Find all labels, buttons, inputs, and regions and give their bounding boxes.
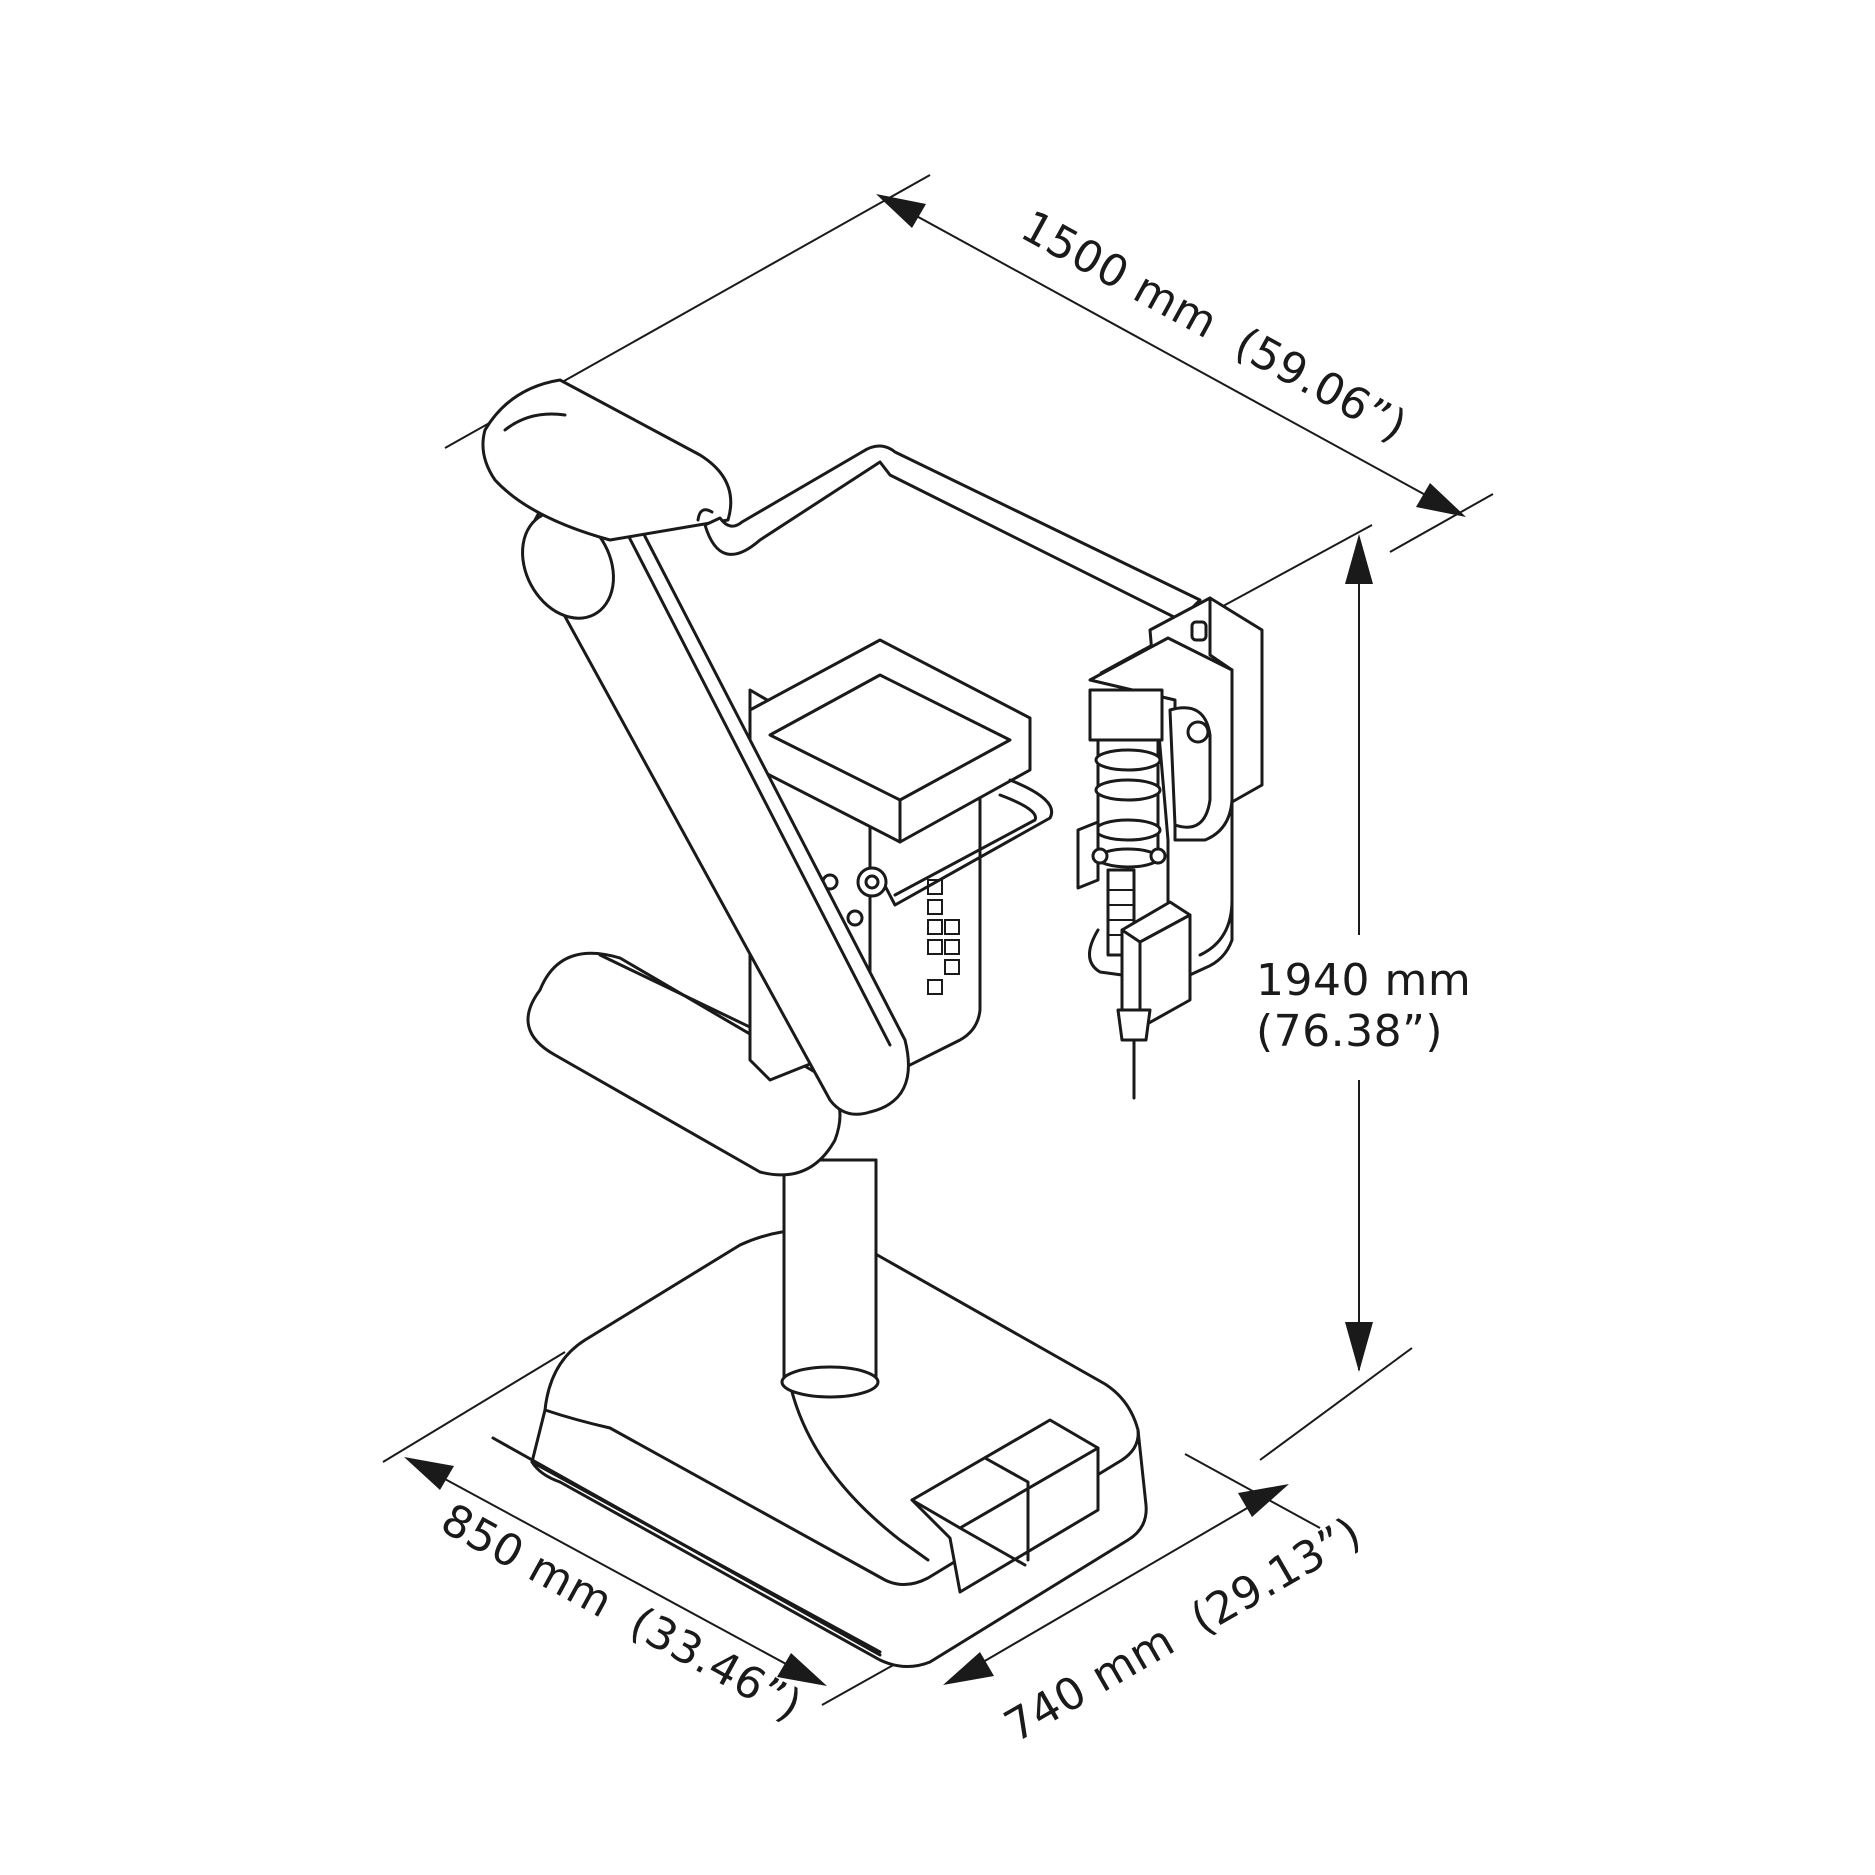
- upper-arm-inner-edge: [608, 498, 892, 1047]
- top-knob: [1190, 620, 1208, 642]
- top-arm-body: [481, 378, 733, 542]
- top-arm: [481, 378, 1202, 622]
- connector-ring-inner: [864, 874, 880, 890]
- tray-handle-inner: [893, 793, 1038, 897]
- extension-line-height-bottom: [1259, 1347, 1413, 1461]
- focus-knob-right: [1149, 847, 1167, 865]
- lower-arm-body: [526, 951, 842, 1177]
- extension-line-height-top: [1099, 524, 1373, 674]
- extension-line-850-left: [382, 1351, 566, 1463]
- dimension-label-1500: 1500 mm (59.06”): [1013, 201, 1415, 453]
- column-pole: [782, 1158, 878, 1384]
- panel-cell-7: [944, 959, 960, 975]
- dimension-line-740: [946, 1485, 1286, 1684]
- dimension-imperial-1500: (59.06”): [1226, 318, 1415, 453]
- optic-ring-1: [1094, 748, 1162, 772]
- focus-knob-left: [1091, 847, 1109, 865]
- objective-lens: [1116, 1008, 1152, 1042]
- control-panel-display: [927, 879, 960, 995]
- foot-pedal-cross: [958, 1526, 1027, 1567]
- mount-cable: [1198, 898, 1234, 957]
- dimension-imperial-1940: (76.38”): [1256, 1006, 1443, 1057]
- foot-pedal: [910, 1418, 1100, 1594]
- dimension-1940-group: 1940 mm (76.38”): [1099, 524, 1471, 1461]
- top-arm-edge: [503, 412, 567, 432]
- knob-small-2: [846, 909, 864, 927]
- dimension-value-850: 850 mm: [433, 1494, 621, 1628]
- panel-cell-3: [927, 919, 943, 935]
- extension-line-top-right: [1389, 493, 1494, 553]
- base-left-underside: [491, 1436, 882, 1657]
- panel-cell-5: [944, 919, 960, 935]
- dimension-line-1500: [879, 195, 1463, 516]
- control-box: [748, 638, 1053, 1087]
- arrowhead-740-start: [943, 1652, 994, 1685]
- dimension-label-1940: 1940 mm: [1256, 955, 1471, 1006]
- stand-column: [780, 1158, 880, 1399]
- dimension-value-1940: 1940 mm: [1256, 955, 1471, 1006]
- dimension-imperial-740: (29.13”): [1182, 1507, 1370, 1645]
- stand-base: [491, 1228, 1148, 1668]
- arrowhead-850-start: [404, 1457, 454, 1490]
- arrowhead-1940-top: [1345, 534, 1373, 584]
- cable-tube-cap: [696, 508, 714, 522]
- arrowhead-850-end: [777, 1653, 827, 1686]
- panel-cell-8: [927, 979, 943, 995]
- microscope-head: [1076, 596, 1264, 1100]
- panel-cell-6: [944, 939, 960, 955]
- foot-pedal-divider: [983, 1456, 1030, 1562]
- dimension-line-850: [407, 1458, 824, 1685]
- arrowhead-1500-start: [876, 194, 926, 228]
- panel-cell-2: [927, 899, 943, 915]
- focus-bracket: [1076, 820, 1100, 890]
- arrowhead-1500-end: [1416, 483, 1466, 517]
- optic-upper-body: [1088, 688, 1164, 742]
- base-column-sweep: [788, 1382, 930, 1562]
- dimension-value-740: 740 mm: [996, 1615, 1183, 1753]
- panel-cell-4: [927, 939, 943, 955]
- dimension-label-1940-imperial: (76.38”): [1256, 1006, 1443, 1057]
- arrowhead-740-end: [1238, 1484, 1289, 1517]
- tray-inner: [768, 673, 1012, 802]
- optic-ring-2: [1094, 778, 1162, 802]
- tray-handle: [880, 778, 1053, 907]
- optic-ring-3: [1094, 818, 1162, 842]
- dimension-imperial-850: (33.46”): [621, 1597, 810, 1732]
- side-wheel-knob: [1186, 720, 1210, 744]
- head-cable: [1088, 928, 1124, 977]
- arrowhead-1940-bottom: [1345, 1322, 1373, 1372]
- base-top-edge: [543, 1408, 1140, 1586]
- connector-ring: [856, 866, 888, 898]
- column-collar: [780, 1365, 880, 1399]
- cable-tube-outer: [703, 444, 1202, 622]
